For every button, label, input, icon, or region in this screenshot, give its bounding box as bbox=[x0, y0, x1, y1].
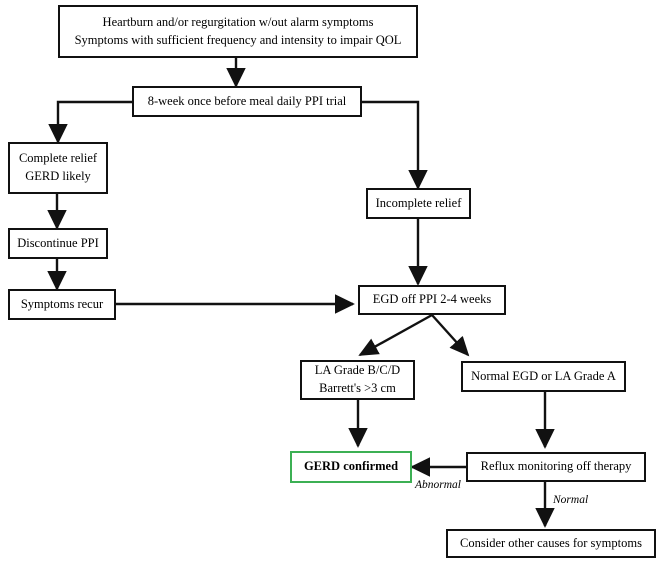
edge-label-normal: Normal bbox=[553, 494, 589, 506]
node-reflux-monitoring-label: Reflux monitoring off therapy bbox=[480, 459, 632, 474]
node-ppi-trial-label: 8-week once before meal daily PPI trial bbox=[147, 93, 347, 108]
edge-egd-to-la-grade bbox=[358, 313, 433, 357]
node-la-grade-line1: LA Grade B/C/D bbox=[314, 363, 401, 378]
node-start-line2: Symptoms with sufficient frequency and i… bbox=[74, 32, 402, 47]
node-symptoms-recur-label: Symptoms recur bbox=[20, 296, 104, 311]
node-incomplete-relief-label: Incomplete relief bbox=[375, 195, 462, 210]
node-la-grade[interactable]: LA Grade B/C/D Barrett's >3 cm bbox=[300, 360, 415, 400]
edge-ppi-to-complete-relief bbox=[48, 100, 132, 144]
node-normal-egd[interactable]: Normal EGD or LA Grade A bbox=[461, 361, 626, 392]
node-normal-egd-label: Normal EGD or LA Grade A bbox=[471, 368, 616, 383]
node-egd-label: EGD off PPI 2-4 weeks bbox=[372, 292, 492, 307]
node-complete-relief-line1: Complete relief bbox=[18, 151, 98, 166]
node-la-grade-line2: Barrett's >3 cm bbox=[319, 381, 396, 395]
edge-ppi-to-incomplete-relief bbox=[362, 100, 428, 190]
node-complete-relief[interactable]: Complete relief GERD likely bbox=[8, 142, 108, 194]
node-other-causes-label: Consider other causes for symptoms bbox=[460, 535, 642, 550]
node-complete-relief-line2: GERD likely bbox=[25, 169, 91, 183]
node-discontinue-ppi-label: Discontinue PPI bbox=[17, 235, 99, 250]
node-gerd-confirmed-label: GERD confirmed bbox=[303, 459, 399, 474]
edge-egd-to-normal-egd bbox=[431, 314, 470, 357]
edge-label-abnormal: Abnormal bbox=[415, 479, 461, 491]
node-reflux-monitoring[interactable]: Reflux monitoring off therapy bbox=[466, 452, 646, 482]
node-symptoms-recur[interactable]: Symptoms recur bbox=[8, 289, 116, 320]
node-other-causes[interactable]: Consider other causes for symptoms bbox=[446, 529, 656, 558]
node-ppi-trial[interactable]: 8-week once before meal daily PPI trial bbox=[132, 86, 362, 117]
node-gerd-confirmed[interactable]: GERD confirmed bbox=[290, 451, 412, 483]
node-discontinue-ppi[interactable]: Discontinue PPI bbox=[8, 228, 108, 259]
node-incomplete-relief[interactable]: Incomplete relief bbox=[366, 188, 471, 219]
node-start[interactable]: Heartburn and/or regurgitation w/out ala… bbox=[58, 5, 418, 58]
node-egd[interactable]: EGD off PPI 2-4 weeks bbox=[358, 285, 506, 315]
node-start-line1: Heartburn and/or regurgitation w/out ala… bbox=[102, 14, 374, 29]
